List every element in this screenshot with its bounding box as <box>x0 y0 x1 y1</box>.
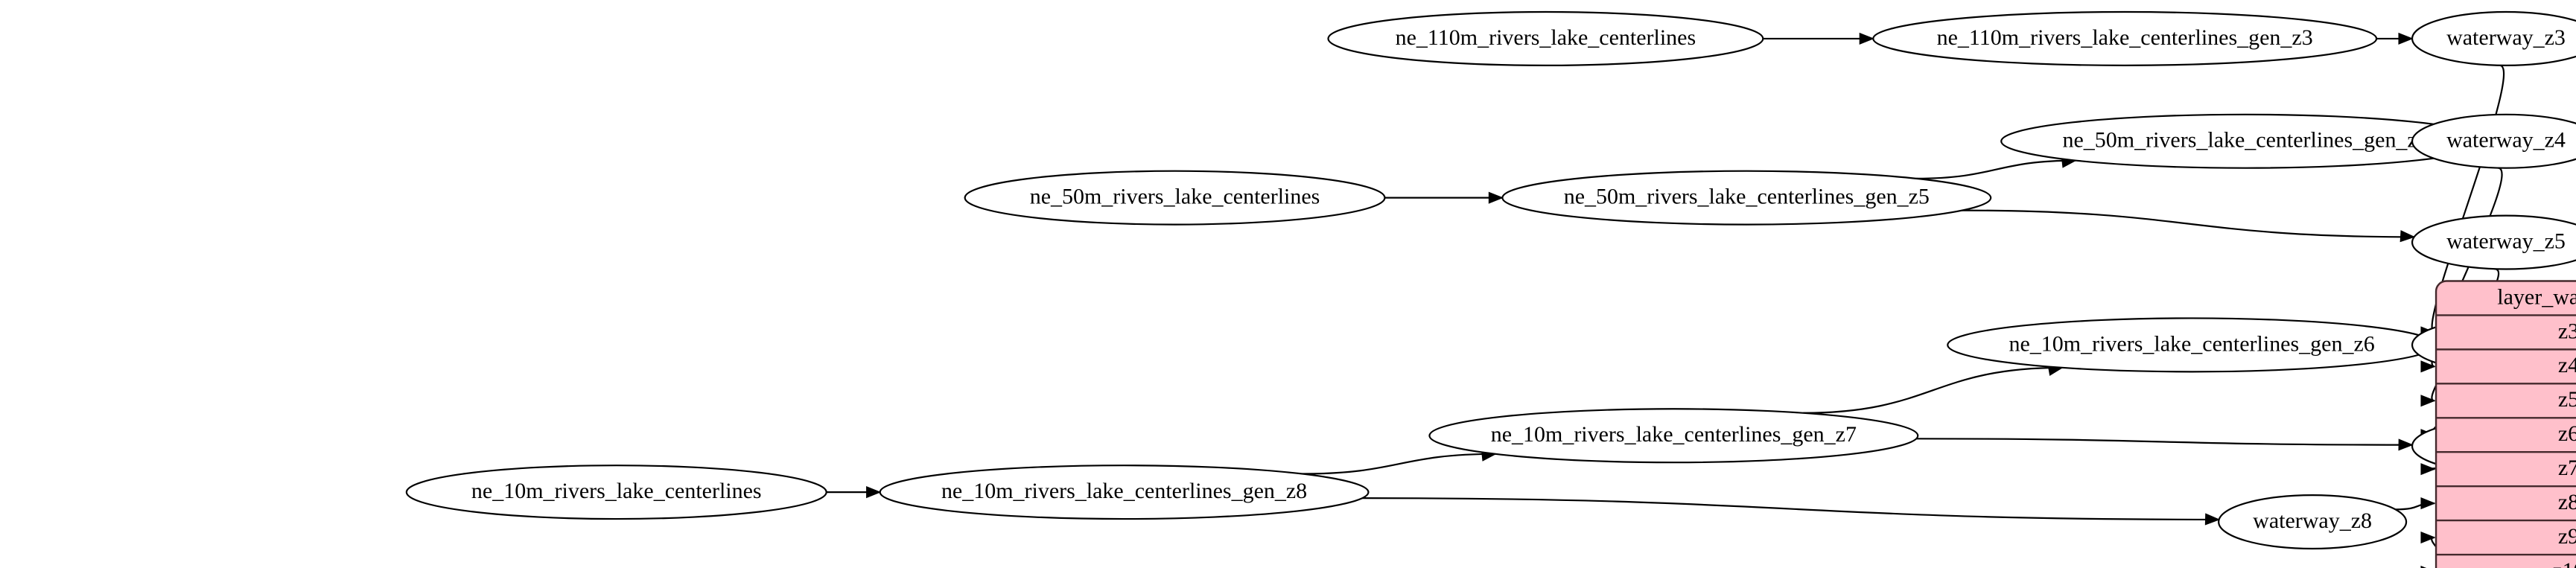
node-ellipse-shape <box>1947 317 2437 373</box>
arrowhead-icon <box>2420 497 2436 510</box>
node-ellipse-shape <box>2411 214 2576 270</box>
arrowhead-icon <box>2400 230 2416 243</box>
edge-ne_10m_rivers_lake_centerlines_gen_z7-to-waterway_z7 <box>1916 438 2413 446</box>
node-ellipse-shape <box>1501 170 1992 226</box>
record-node-layer: layer_waterwayz3z4z5z6z7z8z9z10z11z12z13… <box>2435 280 2576 568</box>
graph-node-ne_50m_rivers_lake_centerlines[interactable]: ne_50m_rivers_lake_centerlines <box>964 170 1386 226</box>
arrowhead-icon <box>1859 32 1874 45</box>
edge-waterway_z9-to-layer_waterway_z9 <box>2431 536 2459 568</box>
node-ellipse-shape <box>1428 408 1919 464</box>
graph-node-waterway_z4[interactable]: waterway_z4 <box>2411 113 2576 169</box>
node-ellipse-shape <box>2411 113 2576 169</box>
node-ellipse-shape <box>964 170 1386 226</box>
arrowhead-icon <box>1488 191 1504 204</box>
graph-node-ne_50m_rivers_lake_centerlines_gen_z5[interactable]: ne_50m_rivers_lake_centerlines_gen_z5 <box>1501 170 1992 226</box>
node-ellipse-shape <box>1327 10 1764 66</box>
arrowhead-icon <box>2420 395 2436 407</box>
graph-node-ne_10m_rivers_lake_centerlines_gen_z6[interactable]: ne_10m_rivers_lake_centerlines_gen_z6 <box>1947 317 2437 373</box>
node-ellipse-shape <box>1872 10 2378 66</box>
nodes-layer: imposm3osm_waterway_linestringne_110m_ri… <box>405 10 2576 550</box>
edge-ne_10m_rivers_lake_centerlines_gen_z8-to-waterway_z8 <box>1362 497 2219 521</box>
node-ellipse-shape <box>2218 494 2408 550</box>
arrowhead-icon <box>2420 531 2436 544</box>
node-ellipse-shape <box>2411 10 2576 66</box>
graph-node-ne_10m_rivers_lake_centerlines[interactable]: ne_10m_rivers_lake_centerlines <box>405 465 827 520</box>
edge-ne_10m_rivers_lake_centerlines_gen_z8-to-ne_10m_rivers_lake_centerlines_gen_z7 <box>1302 453 1496 475</box>
arrowhead-icon <box>2204 513 2221 526</box>
graph-node-waterway_z5[interactable]: waterway_z5 <box>2411 214 2576 270</box>
arrowhead-icon <box>2398 32 2414 45</box>
node-ellipse-shape <box>879 465 1370 520</box>
arrowhead-icon <box>2420 463 2436 476</box>
arrowhead-icon <box>2420 360 2436 373</box>
record-outline <box>2435 280 2576 568</box>
arrowhead-icon <box>2398 438 2414 451</box>
graph-node-waterway_z8[interactable]: waterway_z8 <box>2218 494 2408 550</box>
graph-node-ne_110m_rivers_lake_centerlines_gen_z3[interactable]: ne_110m_rivers_lake_centerlines_gen_z3 <box>1872 10 2378 66</box>
edge-ne_10m_rivers_lake_centerlines_gen_z7-to-ne_10m_rivers_lake_centerlines_gen_z6 <box>1803 366 2063 414</box>
graph-node-ne_10m_rivers_lake_centerlines_gen_z8[interactable]: ne_10m_rivers_lake_centerlines_gen_z8 <box>879 465 1370 520</box>
edge-ne_50m_rivers_lake_centerlines_gen_z5-to-ne_50m_rivers_lake_centerlines_gen_z4 <box>1916 159 2076 179</box>
arrowhead-icon <box>2420 565 2427 568</box>
record-node-layer-waterway[interactable]: layer_waterwayz3z4z5z6z7z8z9z10z11z12z13… <box>2435 280 2576 568</box>
graph-node-ne_10m_rivers_lake_centerlines_gen_z7[interactable]: ne_10m_rivers_lake_centerlines_gen_z7 <box>1428 408 1919 464</box>
node-ellipse-shape <box>405 465 827 520</box>
edge-ne_50m_rivers_lake_centerlines_gen_z5-to-waterway_z5 <box>1962 209 2414 238</box>
graph-node-waterway_z3[interactable]: waterway_z3 <box>2411 10 2576 66</box>
edge-waterway_z3-to-layer_waterway_z3 <box>2431 64 2505 334</box>
arrowhead-icon <box>866 486 882 499</box>
edges-layer <box>826 32 2505 568</box>
graph-node-ne_110m_rivers_lake_centerlines[interactable]: ne_110m_rivers_lake_centerlines <box>1327 10 1764 66</box>
